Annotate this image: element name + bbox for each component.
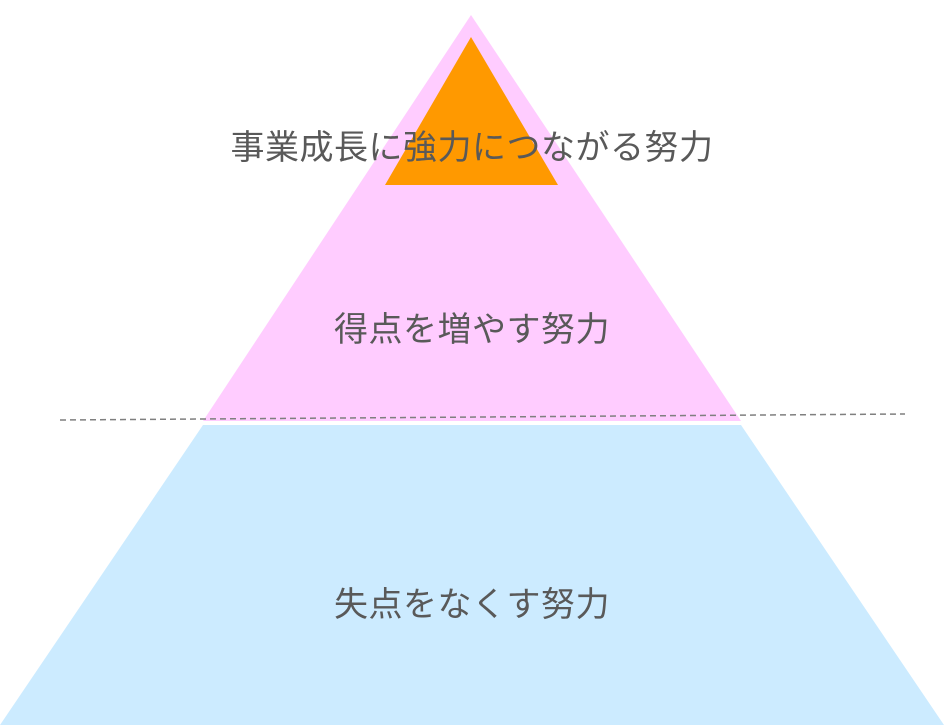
- level-middle-label: 得点を増やす努力: [334, 310, 610, 350]
- divider-line: [59, 413, 906, 421]
- pyramid-level-bottom: [0, 425, 944, 725]
- pyramid-level-top: [385, 37, 558, 185]
- level-bottom-label: 失点をなくす努力: [334, 585, 610, 625]
- pyramid-level-middle: [203, 15, 741, 421]
- level-top-label: 事業成長に強力につながる努力: [230, 128, 714, 168]
